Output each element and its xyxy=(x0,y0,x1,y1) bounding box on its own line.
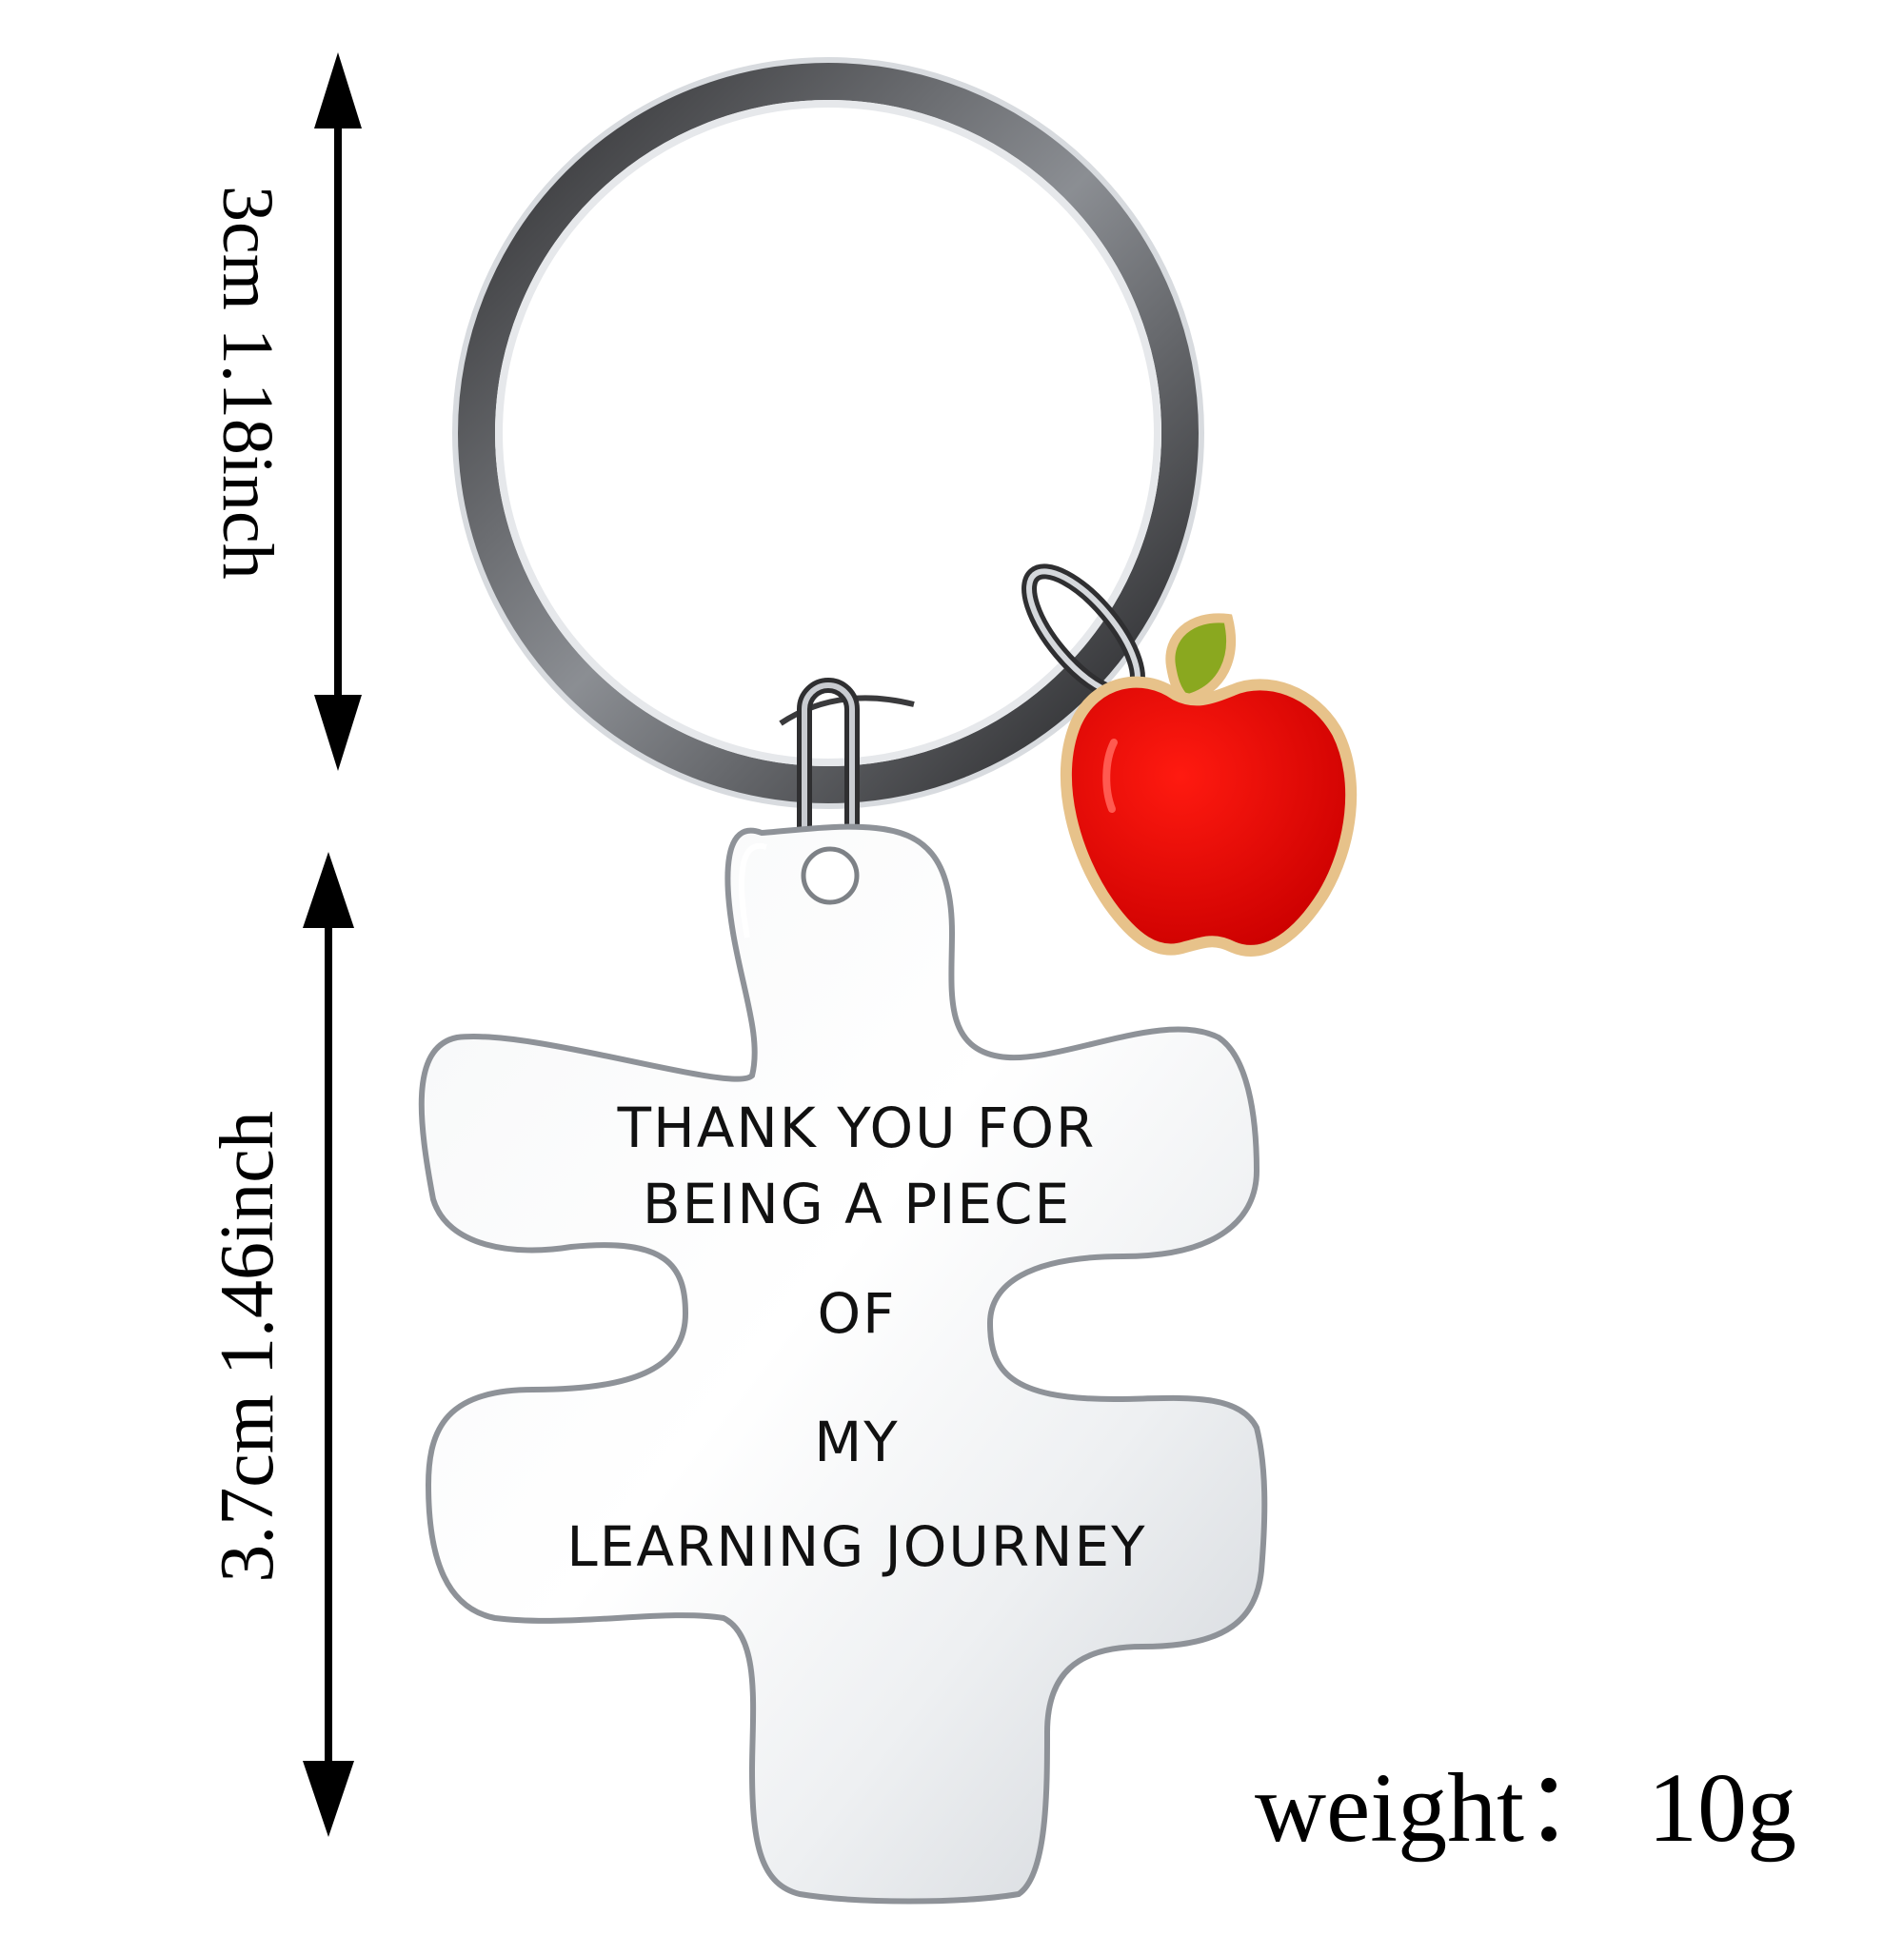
tag-size-label: 3.7cm 1.46inch xyxy=(206,1111,289,1583)
engraving-line-4: MY xyxy=(814,1410,900,1474)
ring-dimension-arrow xyxy=(314,52,362,771)
key-ring xyxy=(452,57,1204,809)
weight-label: weight： 10g xyxy=(1255,1753,1797,1863)
apple-charm-icon xyxy=(1060,613,1358,957)
engraving-line-3: OF xyxy=(817,1281,897,1346)
puzzle-piece-tag xyxy=(418,823,1268,1905)
engraving-line-2: BEING A PIECE xyxy=(642,1172,1072,1236)
engraving-line-1: THANK YOU FOR xyxy=(617,1096,1097,1160)
tag-dimension-arrow xyxy=(303,852,354,1837)
ring-size-label: 3cm 1.18inch xyxy=(208,186,288,580)
engraving-line-5: LEARNING JOURNEY xyxy=(566,1514,1147,1579)
